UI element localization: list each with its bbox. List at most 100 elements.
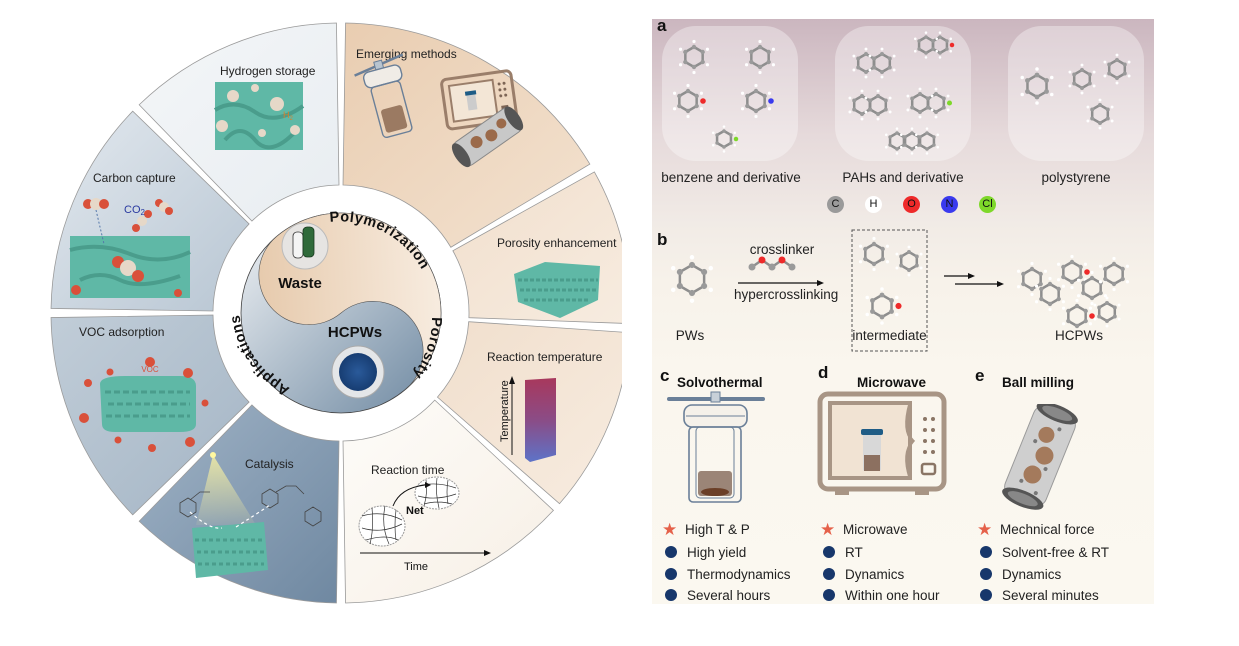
voc-molecule-dot — [84, 379, 92, 387]
carbon-atom — [880, 256, 885, 262]
hydrogen-atom — [705, 47, 710, 51]
hydrogen-atom — [895, 295, 899, 300]
hydrogen-atom — [1086, 119, 1090, 123]
method-feature: RT — [823, 545, 863, 560]
segment-label: Reaction temperature — [487, 350, 603, 364]
star-icon: ★ — [662, 520, 678, 539]
carbon-atom — [895, 131, 899, 135]
carbon-atom — [925, 96, 930, 101]
hydrogen-atom — [1080, 91, 1084, 95]
hydrogen-atom — [1088, 322, 1093, 326]
hydrogen-atom — [946, 108, 950, 112]
carbon-atom — [1038, 271, 1043, 277]
atom-legend-cl: Cl — [979, 196, 996, 213]
voc-molecule-dot — [106, 368, 114, 376]
center-waste-label: Waste — [278, 275, 322, 292]
method-key-feature: ★Microwave — [820, 521, 908, 538]
hydrogen-atom — [754, 114, 758, 119]
carbon-atom — [872, 65, 877, 70]
hydrogen-atom — [1034, 284, 1039, 288]
hydrogen-atom — [930, 94, 934, 98]
method-feature: Several hours — [665, 588, 770, 603]
hydrogen-atom — [949, 37, 953, 41]
hydrogen-atom — [1112, 256, 1116, 261]
carbon-atom — [903, 135, 907, 139]
feature-text: High T & P — [685, 522, 750, 537]
center-yin-yang: Waste HCPWs Polymerization Porosity Appl… — [216, 188, 466, 438]
carbon-atom — [880, 52, 884, 56]
voc-molecule-dot — [185, 437, 195, 447]
hydrogen-atom — [895, 152, 899, 155]
hydrogen-atom — [924, 56, 928, 59]
carbon-atom — [924, 51, 928, 55]
carbon-atom — [757, 44, 763, 50]
carbon-atom — [883, 98, 888, 103]
heteroatom — [946, 100, 953, 106]
hydrogen-atom — [913, 37, 917, 41]
hydrogen-atom — [919, 266, 923, 270]
segment-label: Hydrogen storage — [220, 64, 316, 78]
hydrogen-atom — [1034, 300, 1039, 304]
carbon-atom — [872, 56, 877, 61]
hydrogen-atom — [699, 91, 704, 95]
hydrogen-atom — [708, 287, 714, 293]
atom — [768, 263, 776, 271]
net-label: Net — [406, 505, 424, 517]
feature-text: Several hours — [687, 588, 771, 603]
carbon-atom — [691, 64, 697, 70]
hydrogen-atom — [1098, 264, 1103, 268]
carbon-atom — [1105, 319, 1109, 323]
hydrogen-atom — [1075, 329, 1079, 334]
method-title: Ball milling — [1002, 375, 1075, 390]
carbon-atom — [910, 131, 914, 135]
carbon-atom — [1105, 301, 1109, 305]
segment-label: Reaction time — [371, 463, 445, 477]
method-key-feature: ★Mechnical force — [977, 521, 1095, 538]
carbon-atom — [925, 147, 929, 151]
bullet-icon — [823, 567, 835, 580]
carbon-atom — [683, 49, 688, 55]
hydrogen-atom — [722, 150, 726, 153]
hcpws-powder-icon — [331, 345, 385, 399]
panel-d-letter: d — [818, 363, 829, 382]
reaction-time-network-image: Net Time — [358, 476, 491, 573]
hydrogen-atom — [1092, 70, 1096, 74]
hydrogen-atom — [758, 70, 762, 75]
method-feature: Thermodynamics — [665, 567, 791, 582]
carbon-atom — [1080, 68, 1084, 72]
method-feature: Dynamics — [980, 567, 1061, 582]
method-title: Microwave — [857, 375, 927, 390]
atom-legend-n: N — [941, 196, 958, 213]
hydrogen-atom — [895, 252, 899, 256]
carbon-atom — [876, 112, 880, 116]
hydrogen-atom — [692, 39, 696, 44]
carbon-atom — [899, 254, 904, 259]
panel-a-letter: a — [657, 16, 667, 35]
hydrogen-atom — [865, 295, 869, 300]
hydrogen-atom — [1070, 254, 1074, 259]
carbon-atom — [1069, 279, 1075, 285]
hydrogen-atom — [852, 54, 856, 58]
hydrogen-atom — [895, 266, 899, 270]
carbon-atom — [932, 135, 936, 139]
carbon-atom — [1090, 116, 1095, 121]
carbon-atom — [1115, 76, 1119, 80]
heteroatom — [895, 302, 902, 310]
hydrogen-atom — [914, 133, 918, 137]
carbon-atom — [907, 250, 911, 254]
carbon-atom — [729, 141, 733, 145]
carbon-atom — [918, 143, 922, 147]
carbon-atom — [860, 112, 864, 116]
hydrogen-atom — [740, 107, 745, 111]
carbon-atom — [852, 98, 857, 103]
carbon-atom — [1047, 301, 1053, 307]
carbon-atom — [941, 96, 946, 101]
carbon-atom — [749, 59, 754, 65]
hydrogen-atom — [892, 68, 896, 72]
carbon-atom — [1098, 290, 1103, 296]
carbon-atom — [864, 52, 868, 56]
hydrogen-atom — [1105, 324, 1109, 328]
temperature-gradient-column-image: Temperature — [499, 376, 556, 462]
hydrogen-atom — [672, 91, 677, 95]
porous-cube-image — [514, 262, 600, 318]
